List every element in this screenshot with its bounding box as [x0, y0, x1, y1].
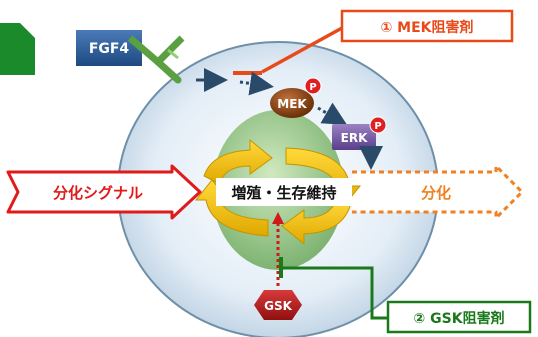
mek-inhibitor-line	[261, 26, 343, 74]
fgf4-box	[76, 30, 142, 66]
receptor	[127, 35, 185, 84]
erk-label: ERK	[341, 131, 368, 145]
differentiation-arrow	[352, 164, 524, 220]
diff-signal-label: 分化シグナル	[53, 184, 143, 202]
erk-phospho-icon	[369, 116, 387, 134]
gsk-inhibitor-label: ② GSK阻害剤	[413, 310, 504, 327]
differentiation-label: 分化	[421, 184, 451, 202]
mek-inhibitor-box	[340, 9, 514, 43]
gsk-inhibitor-box	[386, 300, 532, 334]
gsk-label: GSK	[264, 299, 292, 313]
erk-phospho-label: P	[374, 121, 381, 132]
erk-node	[332, 124, 376, 150]
mek-label: MEK	[277, 97, 307, 111]
mek-phospho-icon	[304, 77, 322, 95]
gsk-node	[254, 290, 302, 320]
mek-phospho-label: P	[309, 82, 316, 93]
dotted-arrow-to-erk	[317, 102, 348, 126]
proliferation-box	[216, 178, 352, 206]
dotted-arrow-to-mek	[239, 71, 274, 96]
mek-node	[270, 88, 314, 118]
corner-tab	[0, 23, 35, 75]
fgf4-label: FGF4	[89, 41, 130, 57]
gsk-inhibitor-line	[281, 266, 388, 320]
diff-signal-arrow	[6, 164, 202, 220]
gsk-arrow-head	[272, 212, 284, 224]
mek-inhibitor-label: ① MEK阻害剤	[380, 19, 473, 36]
proliferation-label: 増殖・生存維持	[231, 184, 336, 202]
